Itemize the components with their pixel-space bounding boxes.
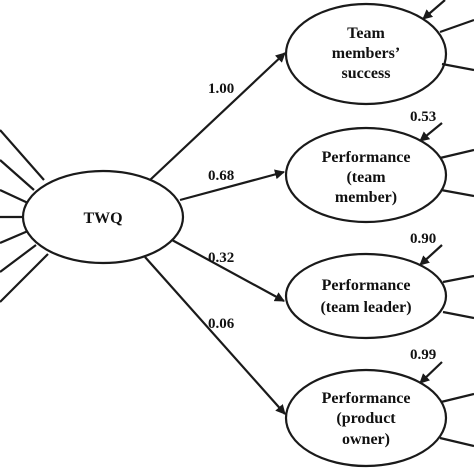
residual-values: 0.53 0.90 0.99 — [410, 109, 436, 363]
node-performance-product-owner: Performance (product owner) — [284, 368, 448, 468]
residual-arrows — [419, 0, 446, 384]
indicator-line — [0, 189, 29, 204]
node-performance-product-owner-ellipse — [284, 368, 448, 468]
residual-label: 0.90 — [410, 231, 436, 247]
outgoing-indicator-lines — [439, 18, 474, 448]
node-label-line: success — [342, 65, 391, 82]
residual-label: 0.99 — [410, 347, 436, 363]
node-label-line: (product — [336, 410, 396, 427]
node-performance-team-member-ellipse — [284, 126, 448, 224]
coefficient-label: 1.00 — [208, 81, 234, 97]
node-twq-ellipse — [21, 169, 185, 265]
indicator-line — [441, 62, 474, 72]
indicator-line — [0, 129, 45, 181]
coefficient-label: 0.06 — [208, 316, 235, 332]
node-label-line: Team — [347, 25, 385, 42]
indicator-line — [439, 18, 474, 34]
node-label-line: member) — [335, 189, 397, 206]
node-label-line: Performance — [322, 390, 411, 407]
indicator-line — [439, 436, 474, 448]
path-arrow-4 — [144, 256, 286, 415]
path-coefficients: 1.00 0.68 0.32 0.06 — [208, 81, 235, 332]
node-label-line: members’ — [332, 45, 400, 62]
indicator-line — [439, 148, 474, 160]
indicator-line — [0, 229, 29, 245]
node-label-line: (team — [346, 169, 386, 186]
node-label-line: Performance — [322, 277, 411, 294]
residual-label: 0.53 — [410, 109, 436, 125]
indicator-line — [0, 159, 35, 191]
path-arrow-3 — [171, 239, 285, 302]
node-label-line: (team leader) — [320, 299, 411, 316]
coefficient-label: 0.32 — [208, 250, 234, 266]
residual-arrow — [422, 0, 446, 20]
indicator-line — [442, 310, 474, 320]
residual-arrow — [419, 122, 443, 142]
residual-arrow — [419, 361, 443, 384]
indicator-line — [440, 188, 474, 198]
node-team-members-success-ellipse — [284, 2, 448, 106]
indicator-line — [442, 274, 474, 284]
node-label-line: Performance — [322, 149, 411, 166]
node-performance-team-leader-ellipse — [284, 252, 448, 340]
path-arrow-2 — [179, 169, 285, 202]
node-label-line: owner) — [342, 431, 390, 448]
residual-arrow — [419, 244, 443, 266]
indicator-line — [0, 244, 37, 273]
node-team-members-success: Team members’ success — [284, 2, 448, 106]
indicator-line — [440, 392, 474, 404]
node-twq-label: TWQ — [83, 210, 122, 227]
path-arrow-1 — [149, 52, 286, 181]
indicator-line — [0, 253, 49, 303]
path-arrows — [144, 52, 286, 415]
node-performance-team-leader: Performance (team leader) — [284, 252, 448, 340]
node-performance-team-member: Performance (team member) — [284, 126, 448, 224]
indicator-lines — [0, 129, 49, 303]
node-twq: TWQ — [21, 169, 185, 265]
coefficient-label: 0.68 — [208, 168, 234, 184]
